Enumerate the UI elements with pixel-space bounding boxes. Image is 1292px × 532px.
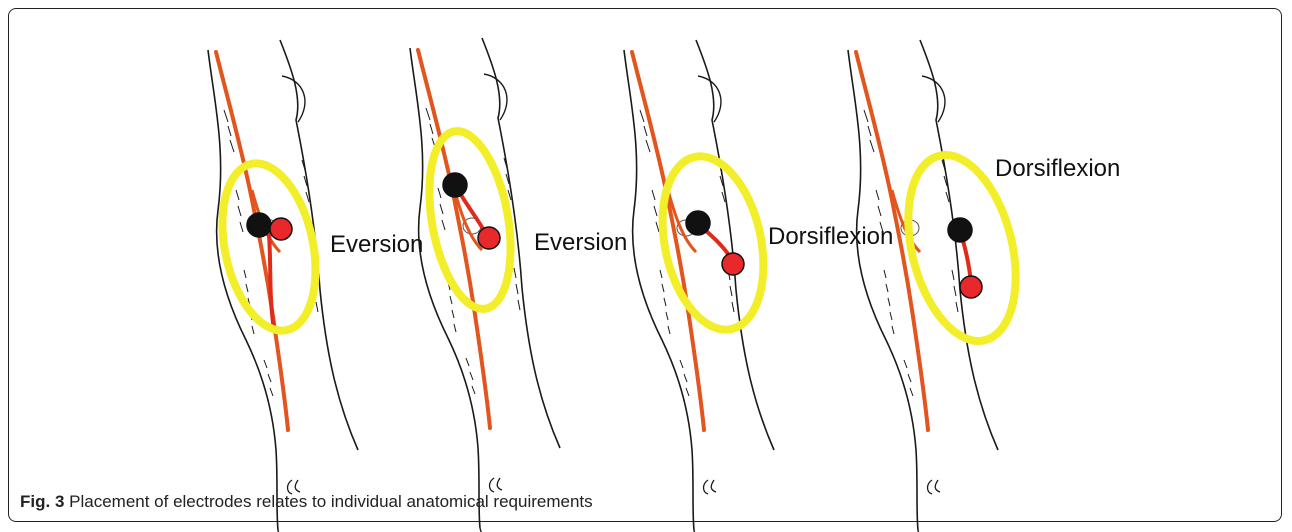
figure-number: Fig. 3 <box>20 492 64 511</box>
black-electrode <box>247 213 271 237</box>
leg-panel-1: Eversion <box>208 40 423 532</box>
red-electrode <box>478 227 500 249</box>
red-electrode <box>960 276 982 298</box>
target-ring <box>648 147 778 339</box>
black-electrode <box>443 173 467 197</box>
figure-caption: Fig. 3 Placement of electrodes relates t… <box>20 492 593 512</box>
panel-label: Eversion <box>534 229 627 256</box>
black-electrode <box>948 218 972 242</box>
leg-panel-4: Dorsiflexion <box>848 40 1120 532</box>
caption-text: Placement of electrodes relates to indiv… <box>64 492 592 511</box>
leg-panel-2: Eversion <box>410 38 627 532</box>
black-electrode <box>686 211 710 235</box>
panel-label: Dorsiflexion <box>995 155 1120 182</box>
panel-label: Eversion <box>330 231 423 258</box>
red-electrode <box>722 253 744 275</box>
red-electrode <box>270 218 292 240</box>
leg-panel-3: Dorsiflexion <box>624 40 893 532</box>
panel-label: Dorsiflexion <box>768 223 893 250</box>
